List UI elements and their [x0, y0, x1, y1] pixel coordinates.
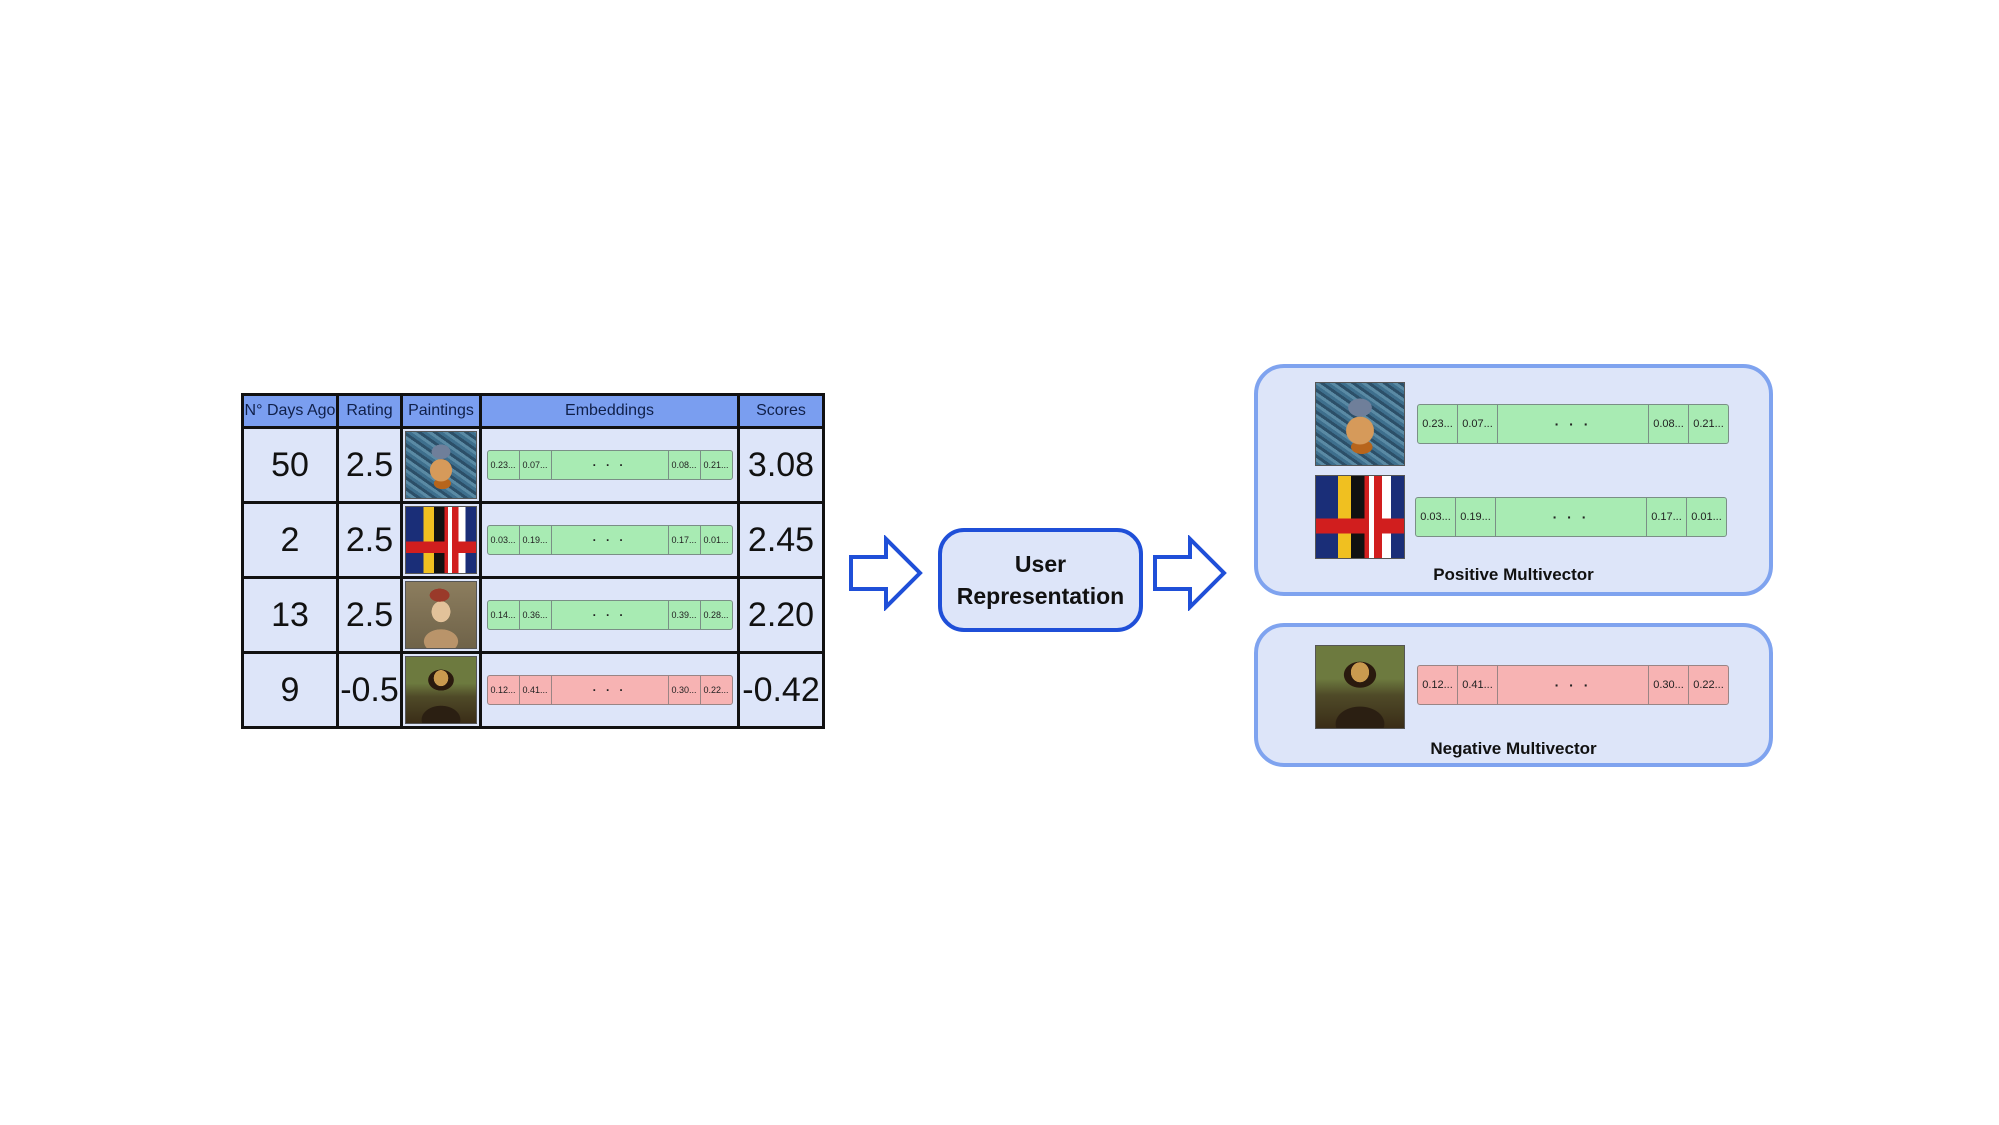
user-representation-line1: User [1014, 550, 1067, 577]
van-gogh-painting-image [405, 431, 477, 499]
header-embeddings: Embeddings [479, 393, 740, 429]
embedding-value: 0.41... [1458, 666, 1498, 704]
table-row: 9 -0.5 0.12... 0.41... · · · 0.30... 0.2… [241, 651, 825, 729]
rating-cell: 2.5 [336, 426, 403, 504]
embedding-value: 0.01... [703, 535, 729, 545]
table-row: 50 2.5 0.23... 0.07... · · · 0.08... 0.2… [241, 426, 825, 504]
leger-painting-image [1315, 475, 1405, 559]
days-cell: 9 [241, 651, 339, 729]
embedding-value: 0.21... [703, 460, 729, 470]
embedding-ellipsis: · · · [552, 601, 669, 629]
embedding-value: 0.28... [703, 610, 729, 620]
embedding-value: 0.01... [1691, 511, 1722, 523]
mona-lisa-painting-image [405, 656, 477, 724]
embedding-value: 0.30... [669, 676, 701, 704]
embedding-ellipsis: · · · [1498, 666, 1649, 704]
embedding-bar-positive: 0.23... 0.07... · · · 0.08... 0.21... [486, 450, 733, 480]
rating-cell: 2.5 [336, 501, 403, 579]
score-cell: -0.42 [737, 651, 825, 729]
embedding-bar-negative: 0.12... 0.41... · · · 0.30... 0.22... [1417, 665, 1729, 705]
embedding-value: 0.17... [1647, 498, 1687, 536]
ratings-table: N° Days Ago Rating Paintings Embeddings … [241, 393, 825, 729]
painting-cell [400, 501, 482, 579]
rating-cell: 2.5 [336, 576, 403, 654]
embedding-ellipsis: · · · [552, 676, 669, 704]
header-rating: Rating [336, 393, 403, 429]
embedding-value: 0.12... [488, 676, 520, 704]
embedding-ellipsis: · · · [552, 526, 669, 554]
embedding-bar-positive: 0.23... 0.07... · · · 0.08... 0.21... [1417, 404, 1729, 444]
embedding-value: 0.41... [520, 676, 552, 704]
embedding-ellipsis: · · · [552, 451, 669, 479]
embedding-bar-positive: 0.03... 0.19... · · · 0.17... 0.01... [1415, 497, 1727, 537]
embedding-value: 0.14... [488, 601, 520, 629]
embedding-value: 0.39... [669, 601, 701, 629]
table-header-row: N° Days Ago Rating Paintings Embeddings … [241, 393, 825, 429]
embedding-cell: 0.03... 0.19... · · · 0.17... 0.01... [479, 501, 740, 579]
days-cell: 13 [241, 576, 339, 654]
painting-cell [400, 651, 482, 729]
score-cell: 2.45 [737, 501, 825, 579]
header-scores: Scores [737, 393, 825, 429]
embedding-value: 0.17... [669, 526, 701, 554]
embedding-value: 0.03... [488, 526, 520, 554]
positive-multivector-panel: 0.23... 0.07... · · · 0.08... 0.21... 0.… [1254, 364, 1773, 596]
table-row: 13 2.5 0.14... 0.36... · · · 0.39... 0.2… [241, 576, 825, 654]
right-arrow-icon [849, 535, 923, 611]
days-cell: 50 [241, 426, 339, 504]
user-representation-box: User Representation [938, 528, 1143, 632]
header-paintings: Paintings [400, 393, 482, 429]
embedding-value: 0.30... [1649, 666, 1689, 704]
embedding-value: 0.19... [520, 526, 552, 554]
embedding-bar-positive: 0.03... 0.19... · · · 0.17... 0.01... [486, 525, 733, 555]
days-cell: 2 [241, 501, 339, 579]
score-cell: 2.20 [737, 576, 825, 654]
leger-painting-image [405, 506, 477, 574]
embedding-value: 0.36... [520, 601, 552, 629]
mona-lisa-painting-image [1315, 645, 1405, 729]
painting-cell [400, 576, 482, 654]
embedding-value: 0.08... [669, 451, 701, 479]
positive-multivector-title: Positive Multivector [1433, 565, 1594, 584]
embedding-cell: 0.23... 0.07... · · · 0.08... 0.21... [479, 426, 740, 504]
negative-multivector-panel: 0.12... 0.41... · · · 0.30... 0.22... Ne… [1254, 623, 1773, 767]
header-days-ago: N° Days Ago [241, 393, 339, 429]
embedding-bar-negative: 0.12... 0.41... · · · 0.30... 0.22... [486, 675, 733, 705]
embedding-value: 0.12... [1418, 666, 1458, 704]
score-cell: 3.08 [737, 426, 825, 504]
embedding-bar-positive: 0.14... 0.36... · · · 0.39... 0.28... [486, 600, 733, 630]
embedding-value: 0.07... [520, 451, 552, 479]
van-gogh-painting-image [1315, 382, 1405, 466]
embedding-ellipsis: · · · [1496, 498, 1647, 536]
embedding-value: 0.23... [488, 451, 520, 479]
embedding-value: 0.21... [1693, 418, 1724, 430]
embedding-value: 0.22... [703, 685, 729, 695]
embedding-cell: 0.12... 0.41... · · · 0.30... 0.22... [479, 651, 740, 729]
embedding-value: 0.19... [1456, 498, 1496, 536]
embedding-value: 0.03... [1416, 498, 1456, 536]
embedding-ellipsis: · · · [1498, 405, 1649, 443]
embedding-cell: 0.14... 0.36... · · · 0.39... 0.28... [479, 576, 740, 654]
embedding-value: 0.23... [1418, 405, 1458, 443]
woman-red-hat-painting-image [405, 581, 477, 649]
negative-multivector-title: Negative Multivector [1430, 739, 1597, 758]
embedding-value: 0.07... [1458, 405, 1498, 443]
rating-cell: -0.5 [336, 651, 403, 729]
embedding-value: 0.08... [1649, 405, 1689, 443]
user-representation-line2: Representation [956, 583, 1125, 609]
right-arrow-icon [1153, 535, 1227, 611]
painting-cell [400, 426, 482, 504]
table-row: 2 2.5 0.03... 0.19... · · · 0.17... 0.01… [241, 501, 825, 579]
embedding-value: 0.22... [1693, 679, 1724, 691]
